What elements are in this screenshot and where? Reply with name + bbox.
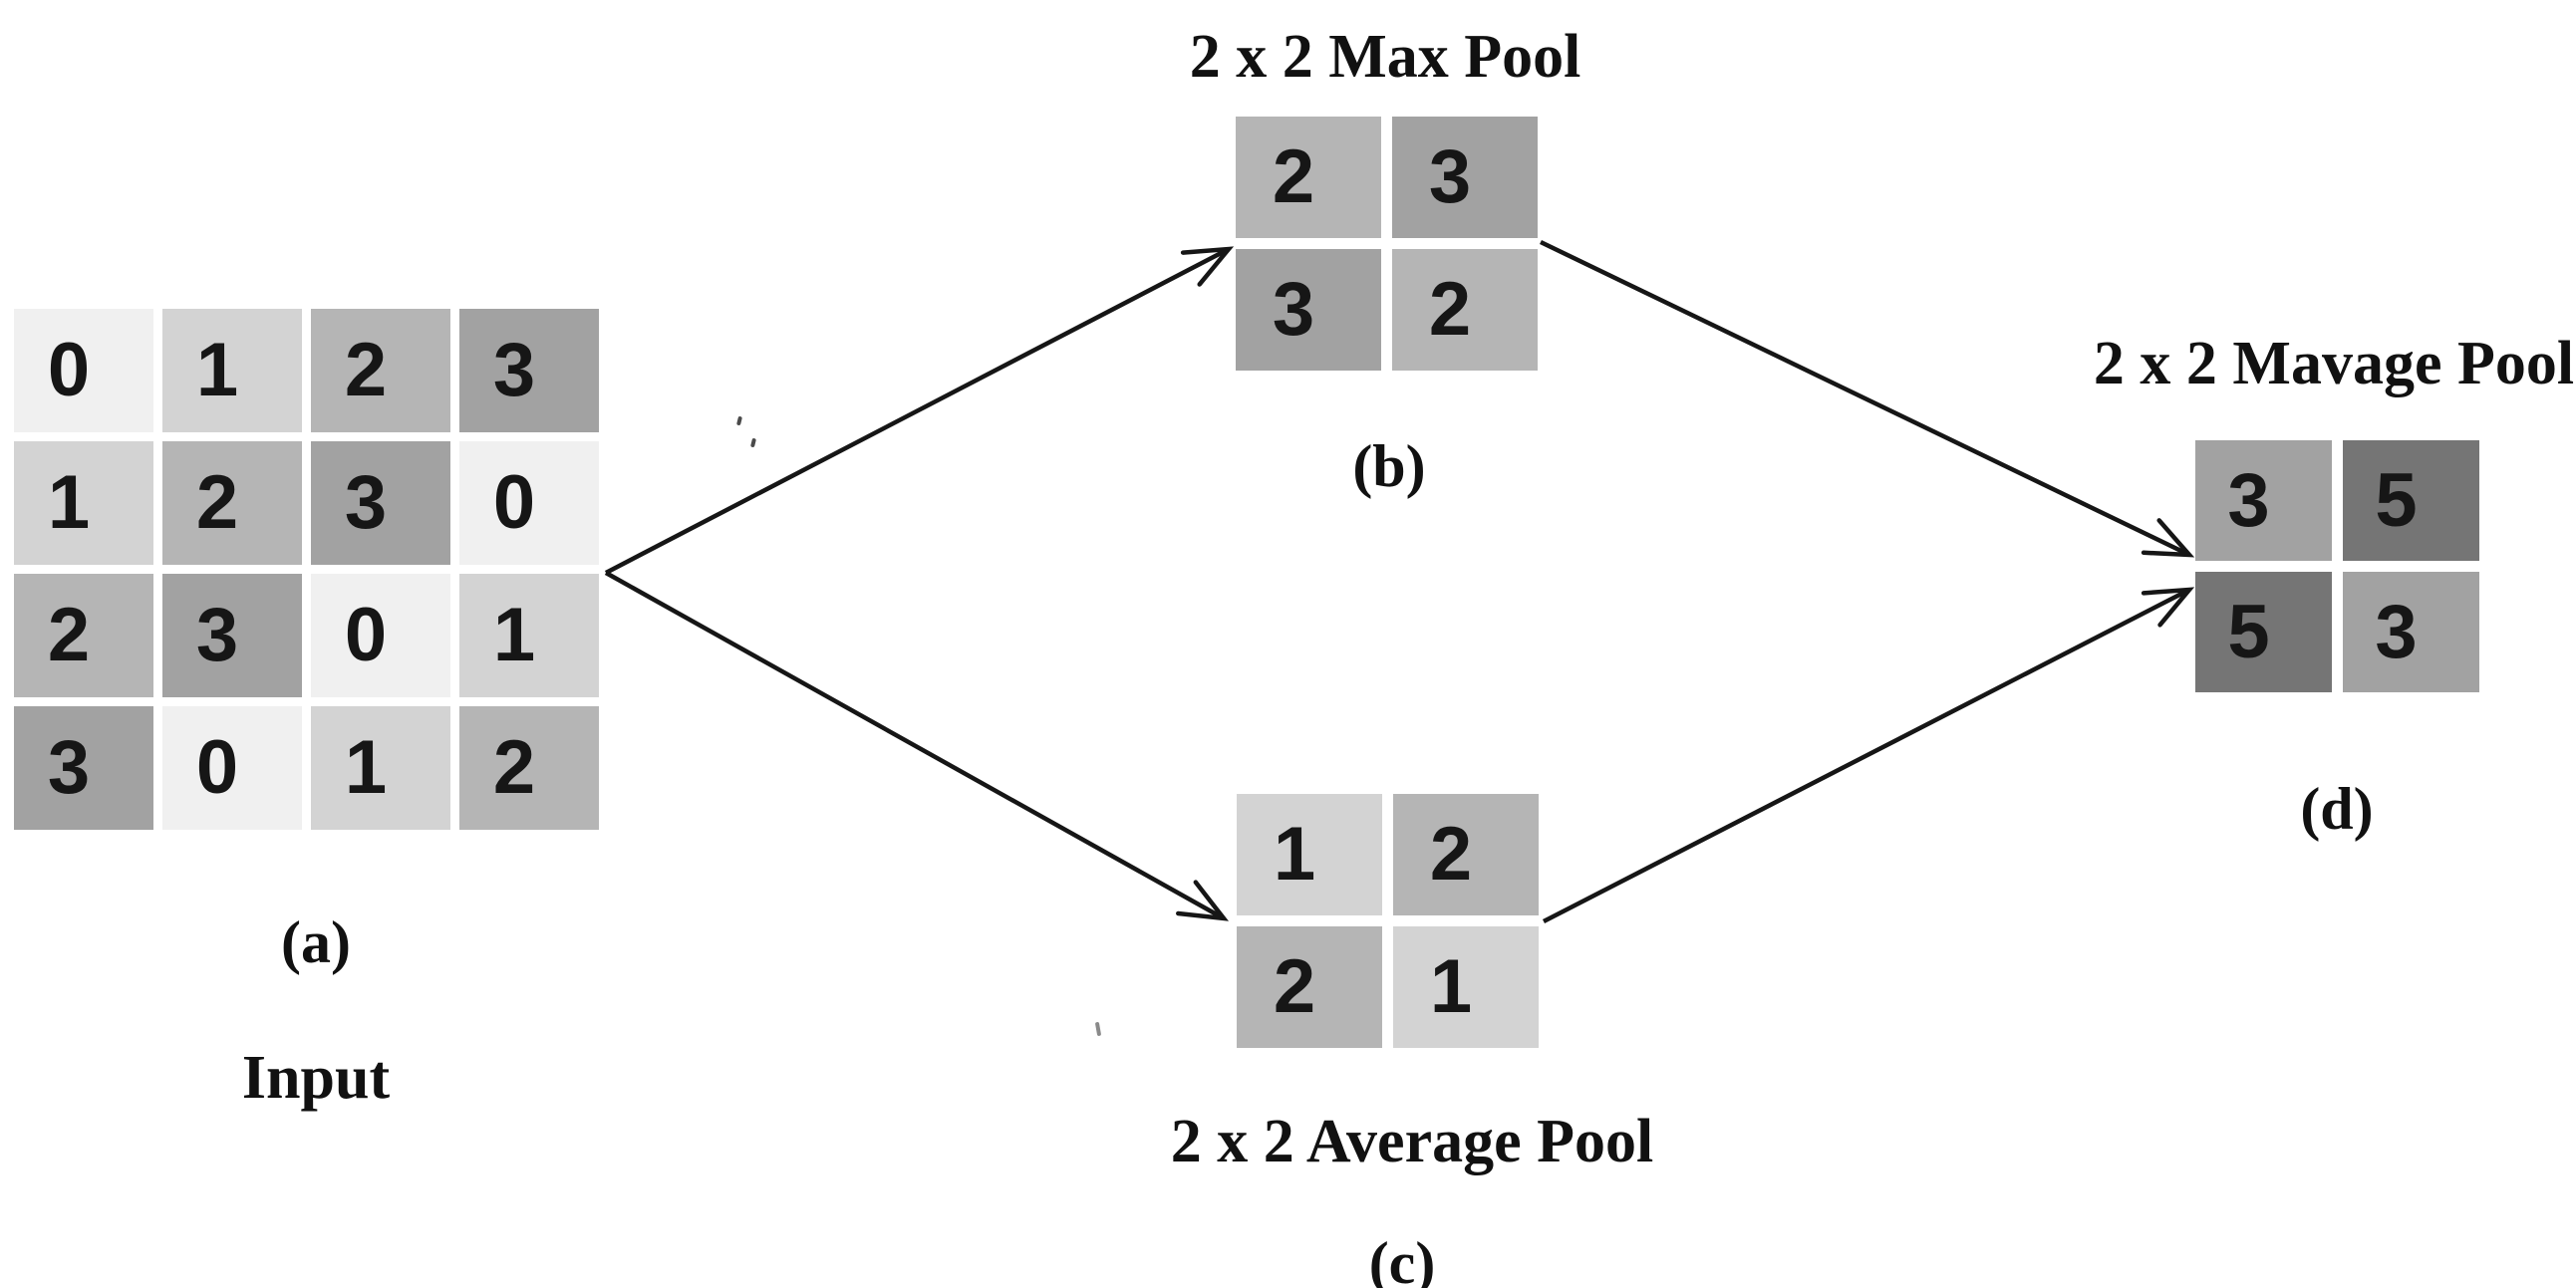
matrix-cell: 3: [1392, 117, 1538, 238]
cell-value: 3: [344, 460, 388, 545]
matrix-cell: 2: [162, 441, 302, 565]
cell-value: 3: [47, 725, 91, 810]
cell-value: 1: [492, 593, 536, 677]
arrowhead-icon: [2141, 518, 2195, 558]
cell-value: 3: [195, 593, 239, 677]
cell-value: 3: [2227, 457, 2270, 543]
cell-value: 2: [1273, 944, 1316, 1029]
matrix-cell: 0: [459, 441, 599, 565]
max-pool-title: 2 x 2 Max Pool: [1189, 23, 1581, 91]
cell-value: 1: [195, 328, 239, 412]
mavage-pool-matrix: 3 5 5 3: [2195, 440, 2479, 692]
cell-value: 3: [1428, 134, 1472, 219]
average-pool-title: 2 x 2 Average Pool: [1170, 1108, 1654, 1175]
matrix-cell: 0: [162, 706, 302, 830]
cell-value: 2: [1272, 134, 1315, 219]
matrix-cell: 2: [1237, 926, 1382, 1048]
cell-value: 0: [344, 593, 388, 677]
label-c: (c): [1368, 1230, 1436, 1288]
cell-value: 2: [47, 593, 91, 677]
arrowhead-icon: [2141, 587, 2195, 628]
cell-value: 2: [344, 328, 388, 412]
cell-value: 1: [1429, 944, 1473, 1029]
cell-value: 2: [1429, 812, 1473, 897]
matrix-cell: 3: [2195, 440, 2332, 561]
cell-value: 5: [2375, 457, 2418, 543]
cell-value: 5: [2227, 589, 2270, 674]
matrix-cell: 1: [14, 441, 153, 565]
matrix-cell: 3: [1236, 249, 1381, 371]
matrix-cell: 1: [162, 309, 302, 432]
matrix-cell: 3: [459, 309, 599, 432]
label-a: (a): [281, 909, 351, 975]
input-caption: Input: [241, 1044, 391, 1112]
matrix-cell: 1: [311, 706, 450, 830]
arrowhead-icon: [1180, 246, 1235, 287]
matrix-cell: 2: [14, 574, 153, 697]
label-b: (b): [1352, 433, 1426, 499]
arrow-max-to-mavage: [1540, 239, 2195, 558]
matrix-cell: 5: [2343, 440, 2479, 561]
arrow-input-to-average: [604, 571, 1230, 921]
cell-value: 1: [344, 725, 388, 810]
matrix-cell: 1: [1237, 794, 1382, 915]
cell-value: 0: [195, 725, 239, 810]
matrix-cell: 2: [311, 309, 450, 432]
matrix-cell: 2: [1393, 794, 1539, 915]
matrix-cell: 0: [14, 309, 153, 432]
cell-value: 0: [47, 328, 91, 412]
matrix-cell: 1: [459, 574, 599, 697]
cell-value: 3: [2375, 589, 2418, 674]
input-matrix: 0 1 2 3 1 2 3 0 2 3 0 1 3 0 1 2: [14, 309, 599, 830]
matrix-cell: 2: [459, 706, 599, 830]
matrix-cell: 0: [311, 574, 450, 697]
arrowhead-icon: [1176, 880, 1230, 921]
matrix-cell: 1: [1393, 926, 1539, 1048]
mavage-pool-title: 2 x 2 Mavage Pool: [2093, 330, 2575, 397]
max-pool-matrix: 2 3 3 2: [1236, 117, 1538, 371]
matrix-cell: 5: [2195, 572, 2332, 692]
cell-value: 1: [47, 460, 91, 545]
cell-value: 2: [492, 725, 536, 810]
matrix-cell: 3: [162, 574, 302, 697]
cell-value: 2: [1428, 267, 1472, 352]
average-pool-matrix: 1 2 2 1: [1237, 794, 1539, 1048]
matrix-cell: 3: [311, 441, 450, 565]
arrow-average-to-mavage: [1542, 587, 2195, 924]
cell-value: 0: [492, 460, 536, 545]
cell-value: 1: [1273, 812, 1316, 897]
label-d: (d): [2300, 776, 2374, 842]
cell-value: 3: [492, 328, 536, 412]
matrix-cell: 3: [2343, 572, 2479, 692]
matrix-cell: 2: [1236, 117, 1381, 238]
matrix-cell: 2: [1392, 249, 1538, 371]
cell-value: 2: [195, 460, 239, 545]
arrow-input-to-max: [604, 246, 1235, 575]
cell-value: 3: [1272, 267, 1315, 352]
matrix-cell: 3: [14, 706, 153, 830]
